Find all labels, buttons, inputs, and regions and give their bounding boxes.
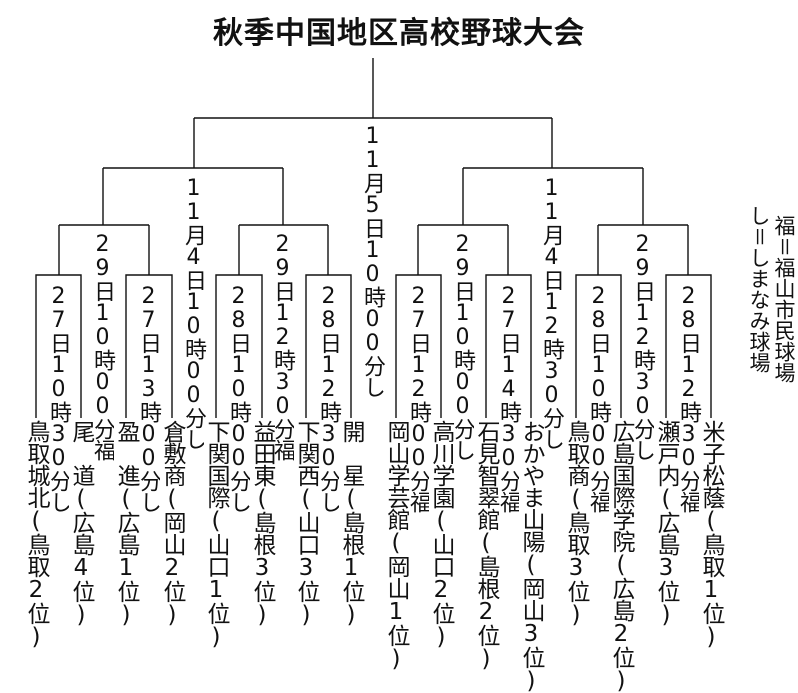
tournament-title: 秋季中国地区高校野球大会 [213, 16, 585, 51]
team-15: 瀬戸内(広島3位) [653, 420, 679, 627]
bracket-lines [35, 58, 712, 418]
first-round-schedule-6: 27日14時30分福 [496, 284, 521, 512]
semifinal-schedule-left: 11月4日10時00分し [181, 176, 206, 449]
team-3: 盈 進(広島1位) [113, 420, 139, 627]
first-round-schedule-7: 28日10時00分福 [586, 284, 611, 512]
team-10: 高川学園(山口2位) [428, 420, 454, 649]
team-1: 鳥取城北(鳥取2位) [23, 420, 49, 649]
team-9: 岡山学芸館(岡山1位) [383, 420, 409, 671]
quarterfinal-schedule-1: 29日10時00分福 [90, 232, 115, 460]
legend-fukuyama: 福＝福山市民球場 [772, 215, 796, 383]
team-11: 石見智翠館(島根2位) [473, 420, 499, 671]
first-round-schedule-4: 28日12時30分し [316, 284, 341, 512]
semifinal-schedule-right: 11月4日12時30分し [539, 176, 564, 449]
first-round-schedule-8: 28日12時30分福 [676, 284, 701, 512]
team-2: 尾 道(広島4位) [68, 420, 94, 627]
team-13: 鳥取商(鳥取3位) [563, 420, 589, 627]
quarterfinal-schedule-3: 29日10時00分し [450, 232, 475, 460]
first-round-schedule-1: 27日10時30分し [46, 284, 71, 512]
team-8: 開 星(島根1位) [338, 420, 364, 627]
quarterfinal-schedule-2: 29日12時30分福 [270, 232, 295, 460]
legend-shimanami: し＝しまなみ球場 [747, 205, 771, 373]
quarterfinal-schedule-4: 29日12時30分し [630, 232, 655, 460]
team-5: 下関国際(山口1位) [203, 420, 229, 649]
team-7: 下関西(山口3位) [293, 420, 319, 627]
first-round-schedule-3: 28日10時00分し [226, 284, 251, 512]
first-round-schedule-2: 27日13時00分し [136, 284, 161, 512]
team-6: 益田東(島根3位) [249, 420, 275, 627]
final-schedule: 11月5日10時00分し [360, 124, 385, 397]
first-round-schedule-5: 27日12時00分福 [406, 284, 431, 512]
team-16: 米子松蔭(鳥取1位) [698, 420, 724, 649]
team-14: 広島国際学院(広島2位) [608, 420, 634, 693]
team-12: おかやま山陽(岡山3位) [518, 420, 544, 693]
team-4: 倉敷商(岡山2位) [159, 420, 185, 627]
